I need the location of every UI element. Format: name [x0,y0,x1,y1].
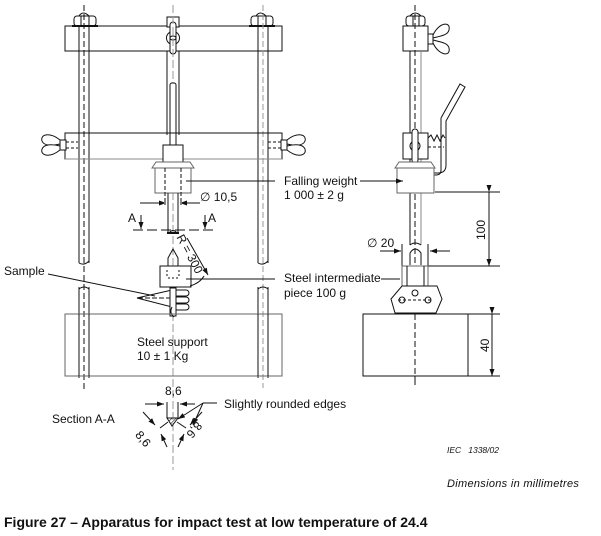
top-nut-right [249,12,275,27]
iec-reference: IEC 1338/02 [447,445,499,455]
right-rod [257,5,269,388]
release-lever [402,83,466,176]
side-wing-nut [427,23,450,55]
figure-caption: Figure 27 – Apparatus for impact test at… [4,514,428,530]
section-a-a-profile [142,401,217,448]
side-falling-weight [394,161,436,194]
section-top-dim: 8,6 [165,384,182,398]
rod-diameter-dim: ∅ 10,5 [200,190,238,204]
falling-weight-label: Falling weight [284,174,358,188]
wing-nut-right [268,134,306,156]
units-note: Dimensions in millimetres [447,478,580,490]
steel-support-label: Steel support [137,335,208,349]
section-label: Section A-A [52,412,115,426]
top-nut-left [72,12,98,27]
steel-intermediate-label: Steel intermediate [284,271,381,285]
falling-weight-mass: 1 000 ± 2 g [284,188,344,202]
support-height-dim: 40 [478,338,492,352]
section-marker-left: A [128,211,137,225]
steel-support [64,313,283,377]
section-marker-right: A [208,211,217,225]
leader-sample [47,273,156,297]
sample [136,287,190,318]
side-top-block [402,25,429,52]
rounded-edges-label: Slightly rounded edges [224,397,347,411]
side-diameter-dim: ∅ 20 [367,236,395,250]
drop-height-dim: 100 [474,219,488,240]
sample-label: Sample [4,264,45,278]
side-holder [390,285,443,314]
left-rod [78,5,90,390]
wing-nut-left [41,134,78,156]
steel-support-mass: 10 ± 1 Kg [137,349,189,363]
steel-intermediate-piece [159,265,192,288]
falling-weight [151,144,195,205]
steel-intermediate-mass: piece 100 g [284,286,347,300]
